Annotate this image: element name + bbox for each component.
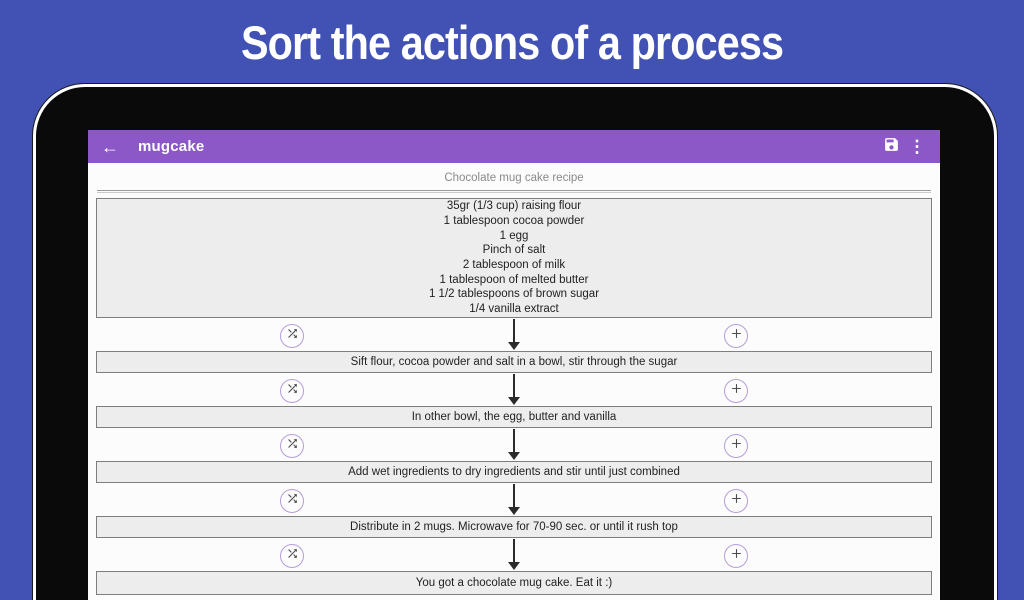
step-box[interactable]: Sift flour, cocoa powder and salt in a b…	[96, 351, 932, 373]
add-step-button[interactable]	[724, 378, 748, 403]
ingredient-line: 2 tablespoon of milk	[462, 259, 566, 271]
app-toolbar: ← mugcake ⋮	[88, 130, 940, 163]
save-button[interactable]	[878, 134, 904, 160]
shuffle-icon	[286, 492, 299, 510]
connector-row	[96, 318, 932, 351]
connector-row	[96, 538, 932, 571]
plus-icon	[730, 547, 743, 565]
back-arrow-icon: ←	[101, 136, 119, 157]
ingredient-line: 1 1/2 tablespoons of brown sugar	[428, 288, 600, 301]
step-box[interactable]: In other bowl, the egg, butter and vanil…	[96, 406, 932, 428]
add-step-button[interactable]	[724, 543, 748, 568]
ingredient-line: 1 egg	[499, 229, 529, 242]
down-arrow-icon	[507, 429, 521, 460]
add-step-button[interactable]	[724, 323, 748, 348]
ingredient-line: 1/4 vanilla extract	[469, 303, 559, 316]
add-step-button[interactable]	[724, 488, 748, 513]
app-screen: ← mugcake ⋮	[88, 130, 940, 600]
plus-icon	[730, 382, 743, 400]
step-box[interactable]: Distribute in 2 mugs. Microwave for 70-9…	[96, 516, 932, 538]
tablet-frame: ← mugcake ⋮	[33, 84, 997, 600]
shuffle-icon	[286, 382, 299, 400]
down-arrow-icon	[507, 319, 521, 350]
down-arrow-icon	[507, 484, 521, 515]
back-button[interactable]: ←	[101, 138, 119, 156]
ingredient-line: Pinch of salt	[482, 244, 546, 257]
swap-steps-button[interactable]	[280, 433, 304, 458]
connector-row	[96, 373, 932, 406]
shuffle-icon	[286, 437, 299, 455]
toolbar-title: mugcake	[138, 138, 205, 155]
ingredient-line: 35gr (1/3 cup) raising flour	[446, 200, 582, 213]
swap-steps-button[interactable]	[280, 323, 304, 348]
toolbar-actions: ⋮	[878, 130, 930, 163]
plus-icon	[730, 492, 743, 510]
ingredient-line: 1 tablespoon of melted butter	[439, 273, 589, 286]
banner: Sort the actions of a process	[0, 0, 1024, 84]
swap-steps-button[interactable]	[280, 488, 304, 513]
down-arrow-icon	[507, 374, 521, 405]
process-editor: Chocolate mug cake recipe 35gr (1/3 cup)…	[88, 163, 940, 600]
overflow-menu-icon: ⋮	[908, 136, 926, 156]
connector-row	[96, 428, 932, 461]
shuffle-icon	[286, 327, 299, 345]
overflow-menu-button[interactable]: ⋮	[904, 134, 930, 160]
down-arrow-icon	[507, 539, 521, 570]
ingredient-line: 1 tablespoon cocoa powder	[443, 214, 585, 227]
plus-icon	[730, 327, 743, 345]
step-box[interactable]: Add wet ingredients to dry ingredients a…	[96, 461, 932, 483]
ingredients-box[interactable]: 35gr (1/3 cup) raising flour 1 tablespoo…	[96, 198, 932, 318]
save-icon	[883, 136, 900, 158]
title-underline	[97, 190, 931, 193]
step-box[interactable]: You got a chocolate mug cake. Eat it :)	[96, 571, 932, 595]
swap-steps-button[interactable]	[280, 543, 304, 568]
add-step-button[interactable]	[724, 433, 748, 458]
shuffle-icon	[286, 547, 299, 565]
plus-icon	[730, 437, 743, 455]
connector-row	[96, 483, 932, 516]
process-title-field[interactable]: Chocolate mug cake recipe	[444, 172, 584, 184]
swap-steps-button[interactable]	[280, 378, 304, 403]
banner-title: Sort the actions of a process	[240, 15, 784, 69]
